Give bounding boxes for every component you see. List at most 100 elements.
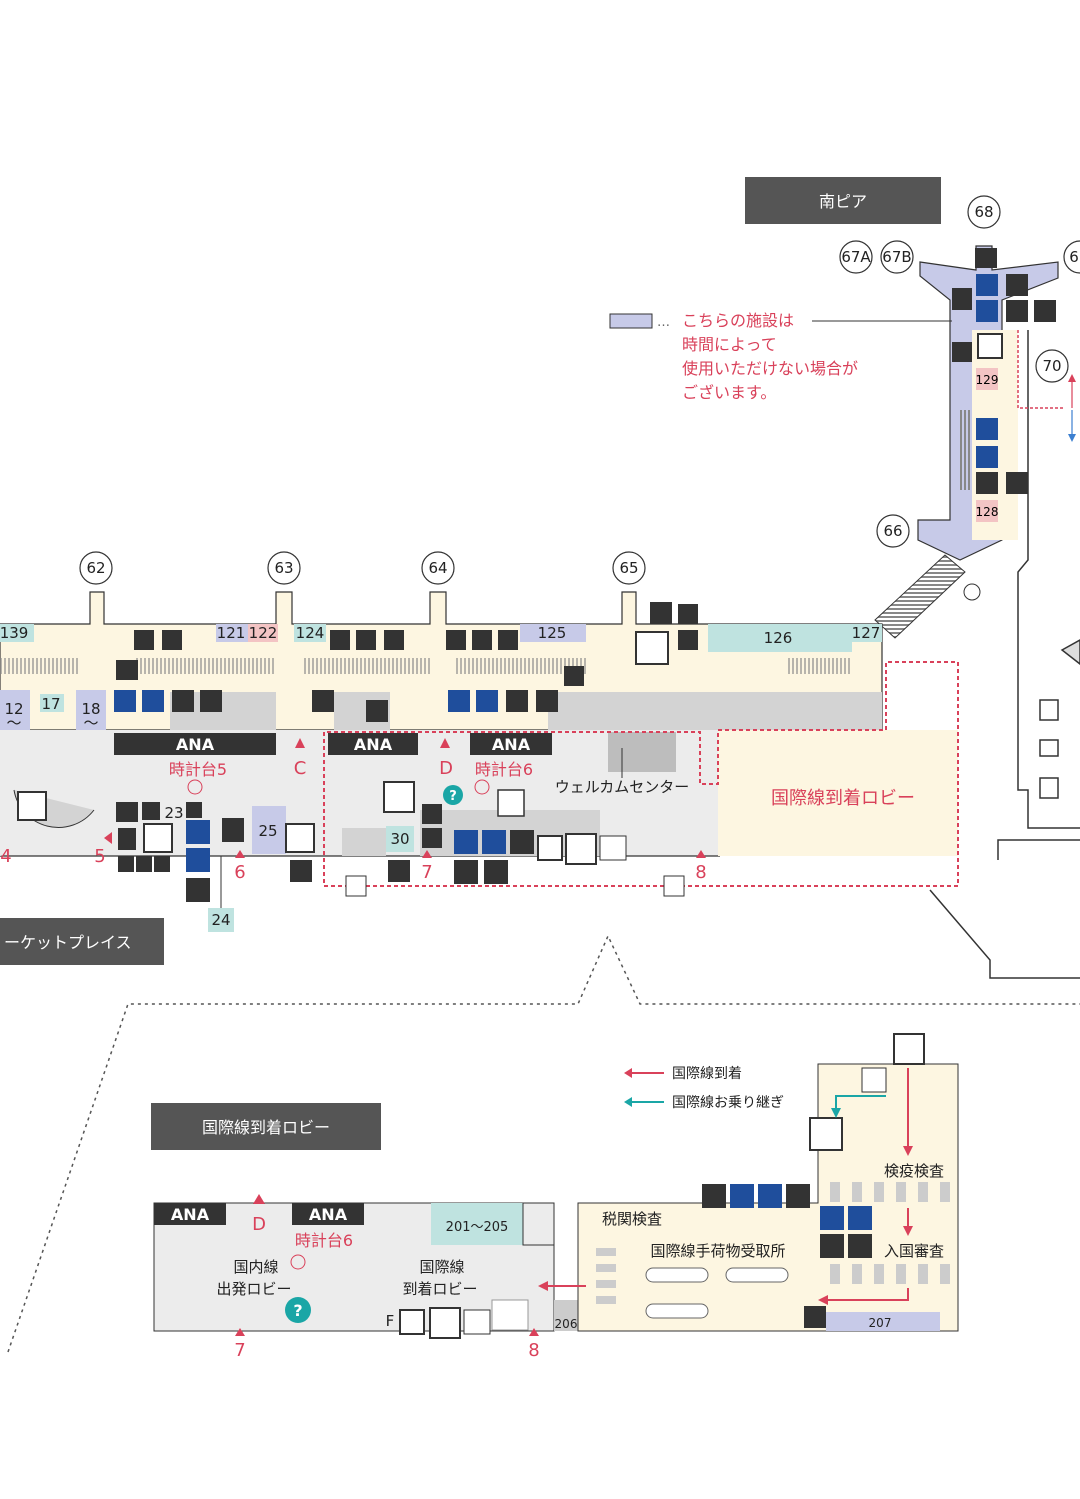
elevator-icon [975,248,997,268]
south-pier-corridor: 129 128 [874,245,1064,639]
luggage-cart-icon [804,1306,826,1328]
nursing-room-icon [186,878,210,902]
gate-62: 62 [79,551,113,585]
clock-tower-6-lower: 時計台6 [295,1231,353,1250]
nursing-room-icon [702,1184,726,1208]
domestic-departure-1: 国内線 [233,1258,278,1276]
currency-exchange-icon [463,1309,491,1335]
elevator-icon [383,781,415,813]
ana-counter-3: ANA [492,735,531,754]
room-126: 126 [764,629,793,647]
gate-69-partial: 6 [1063,240,1080,274]
elevator-icon [809,1117,843,1151]
nursing-room-icon [506,690,528,712]
room-127: 127 [852,624,881,642]
domestic-departure-2: 出発ロビー [216,1280,291,1298]
phone-icon [384,630,404,650]
marker-8: 8 [695,862,706,883]
restroom-icon [848,1206,872,1230]
restroom-icon [454,830,478,854]
luggage-cart-icon [330,630,350,650]
ana-counter-2: ANA [354,735,393,754]
marker-d-lower: D [252,1214,266,1235]
room-207: 207 [869,1316,892,1330]
luggage-cart-icon [446,630,466,650]
gate-64: 64 [421,551,455,585]
room-139: 139 [0,624,28,642]
room-122: 122 [249,624,278,642]
svg-text:68: 68 [974,203,993,221]
legend-intl-arrival: 国際線到着 [672,1066,742,1082]
svg-text:63: 63 [274,559,293,577]
svg-text:…: … [657,315,670,330]
notice-box: … こちらの施設は 時間によって 使用いただけない場合が ございます。 [609,311,952,402]
customs-label: 税関検査 [602,1210,662,1228]
marker-f-lower: F [386,1312,395,1330]
svg-text:?: ? [449,789,457,804]
room-17: 17 [41,695,60,713]
restroom-icon [114,690,136,712]
nursing-room-icon [142,802,160,820]
information-icon [443,785,463,805]
room-18: 18 [81,700,100,718]
aed-icon [650,602,672,624]
intl-arrival-lobby-title: 国際線到着ロビー [151,1103,381,1150]
gate-markers: 62 63 64 65 66 67A 67B 68 70 6 [79,195,1080,585]
nursing-room-icon [976,472,998,494]
ana-counters-upper: ANA ANA ANA [114,733,552,755]
route-legend: 国際線到着 国際線お乗り継ぎ [624,1066,784,1111]
accessible-restroom-icon [142,690,164,712]
computer-icon [356,630,376,650]
marker-d: D [439,758,453,779]
information-icon [285,1297,311,1323]
ana-counter-5: ANA [309,1205,348,1224]
elevator-icon [285,823,315,853]
nursing-room-icon [172,690,194,712]
lower-facility-icons [399,1033,925,1339]
intl-arrival-lobby-title-text: 国際線到着ロビー [202,1118,330,1137]
water-fountain-icon [200,690,222,712]
gate-67a: 67A [839,240,873,274]
welcome-center-label: ウェルカムセンター [555,778,690,796]
room-201-205: 201～205 [446,1220,509,1235]
tilde: ～ [6,714,21,732]
room-25: 25 [258,822,277,840]
accessible-restroom-icon [730,1184,754,1208]
svg-text:66: 66 [883,522,902,540]
wheelchair-icon [663,875,685,897]
aed-icon [116,660,138,680]
south-pier-label: 南ピア [745,177,941,224]
legend-intl-transfer: 国際線お乗り継ぎ [672,1095,784,1111]
elevator-icon [565,833,597,865]
escalator-arrows [1068,374,1076,442]
phone-icon [1006,472,1028,494]
elevator-icon [17,791,47,821]
phone-icon [118,828,136,850]
computer-icon [134,630,154,650]
nursing-room-icon [154,856,170,872]
marker-7: 7 [421,862,432,883]
water-fountain-icon [786,1184,810,1208]
svg-text:65: 65 [619,559,638,577]
nursing-room-icon [820,1234,844,1258]
currency-exchange-icon [599,835,627,861]
locker-icon [537,835,563,861]
svg-text:6: 6 [1069,248,1079,266]
svg-text:70: 70 [1042,357,1061,375]
accessible-restroom-icon [976,446,998,468]
south-pier-icons [952,248,1056,494]
luggage-cart-icon [290,860,312,882]
svg-text:67A: 67A [841,248,871,266]
restroom-icon [448,690,470,712]
nursing-room-icon [422,828,442,848]
mail-icon [454,860,478,884]
marker-4: 4 [0,846,11,867]
restroom-icon [186,820,210,844]
restroom-icon [758,1184,782,1208]
accessible-restroom-icon [976,300,998,322]
svg-text:?: ? [293,1301,302,1320]
south-pier-text: 南ピア [819,192,867,211]
room-129: 129 [976,373,999,387]
gate-68: 68 [967,195,1001,229]
